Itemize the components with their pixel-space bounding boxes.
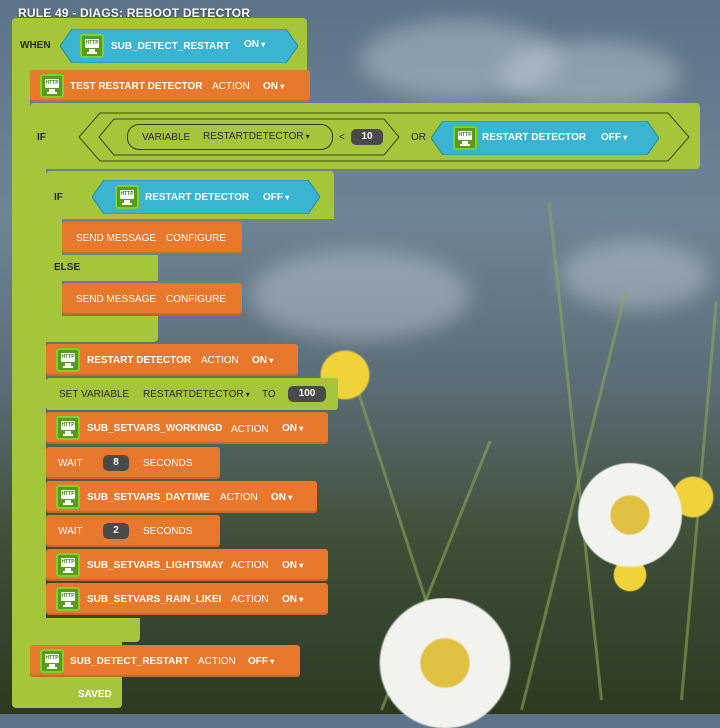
http-icon: HTTP <box>56 348 80 372</box>
action-state-dropdown[interactable]: ON <box>282 594 303 605</box>
inner-if-footer <box>46 316 158 342</box>
action-kind-label: ACTION <box>231 424 269 435</box>
when-trigger-condition[interactable] <box>60 29 298 63</box>
action-kind-label: ACTION <box>212 81 250 92</box>
variable-label: VARIABLE <box>142 132 191 143</box>
comparison-operator[interactable]: < <box>339 132 345 143</box>
action-kind-label: ACTION <box>220 492 258 503</box>
if-label: IF <box>37 132 46 143</box>
http-icon: HTTP <box>56 587 80 611</box>
wait-label: WAIT <box>58 458 83 469</box>
action-state-dropdown[interactable]: ON <box>271 492 292 503</box>
variable-comparison-condition[interactable] <box>98 118 400 156</box>
http-icon: HTTP <box>40 74 64 98</box>
send-message-action[interactable] <box>62 283 242 315</box>
wait-action[interactable] <box>46 515 220 547</box>
variable-name-dropdown[interactable]: RESTARTDETECTOR <box>203 131 310 142</box>
action-state-dropdown[interactable]: ON <box>282 423 303 434</box>
if-block-footer <box>30 618 140 642</box>
wait-label: WAIT <box>58 526 83 537</box>
set-variable-name-dropdown[interactable]: RESTARTDETECTOR <box>143 389 250 400</box>
action-state-dropdown[interactable]: ON <box>282 560 303 571</box>
send-message-action[interactable] <box>62 222 242 254</box>
if-block-spine <box>30 160 46 640</box>
wait-unit-label: SECONDS <box>143 526 193 537</box>
inner-else-row <box>46 255 158 281</box>
action-name: RESTART DETECTOR <box>87 355 192 366</box>
wait-value-input[interactable]: 8 <box>103 455 129 471</box>
http-icon: HTTP <box>56 485 80 509</box>
sub-setvars-rain-action[interactable] <box>46 583 328 615</box>
wait-action[interactable] <box>46 447 220 479</box>
when-label: WHEN <box>20 40 51 51</box>
action-state-dropdown[interactable]: ON <box>252 355 273 366</box>
action-name: SUB_SETVARS_DAYTIME <box>87 492 210 503</box>
inner-if-condition[interactable] <box>92 180 320 214</box>
action-name: TEST RESTART DETECTOR <box>70 81 203 92</box>
action-kind-label: ACTION <box>231 594 269 605</box>
set-variable-label: SET VARIABLE <box>59 389 130 400</box>
action-kind-label: ACTION <box>198 656 236 667</box>
else-label: ELSE <box>54 262 81 273</box>
inner-if-label: IF <box>54 192 63 203</box>
action-kind-label: ACTION <box>201 355 239 366</box>
or-condition-group[interactable] <box>78 112 690 162</box>
when-block-spine <box>12 60 30 680</box>
set-variable-to-label: TO <box>262 389 276 400</box>
action-name: SUB_SETVARS_LIGHTSMAY <box>87 560 223 571</box>
or-label: OR <box>411 132 426 143</box>
when-trigger-name: SUB_DETECT_RESTART <box>111 41 230 52</box>
send-message-label: SEND MESSAGE <box>76 233 157 244</box>
wait-unit-label: SECONDS <box>143 458 193 469</box>
action-name: SUB_SETVARS_RAIN_LIKEI <box>87 594 222 605</box>
send-message-target[interactable]: CONFIGURE <box>166 233 226 244</box>
http-icon: HTTP <box>453 126 477 150</box>
condition-state-dropdown[interactable]: OFF <box>263 192 289 203</box>
restart-detector-condition[interactable] <box>431 121 659 155</box>
sub-setvars-workingd-action[interactable] <box>46 412 328 444</box>
comparison-value-input[interactable]: 10 <box>351 129 383 145</box>
rule-title: RULE 49 - DIAGS: REBOOT DETECTOR <box>18 6 251 20</box>
variable-selector[interactable] <box>127 124 333 150</box>
condition-state-dropdown[interactable]: OFF <box>601 132 627 143</box>
condition-name: RESTART DETECTOR <box>482 132 587 143</box>
http-icon: HTTP <box>115 185 139 209</box>
action-kind-label: ACTION <box>231 560 269 571</box>
send-message-label: SEND MESSAGE <box>76 294 157 305</box>
saved-status: SAVED <box>78 689 112 700</box>
wait-value-input[interactable]: 2 <box>103 523 129 539</box>
send-message-target[interactable]: CONFIGURE <box>166 294 226 305</box>
when-trigger-state-dropdown[interactable]: ON <box>244 39 265 50</box>
http-icon: HTTP <box>80 34 104 58</box>
action-name: SUB_DETECT_RESTART <box>70 656 189 667</box>
set-variable-value-input[interactable]: 100 <box>288 386 326 402</box>
http-icon: HTTP <box>56 416 80 440</box>
action-name: SUB_SETVARS_WORKINGD <box>87 423 223 434</box>
action-state-dropdown[interactable]: OFF <box>248 656 274 667</box>
condition-name: RESTART DETECTOR <box>145 192 250 203</box>
http-icon: HTTP <box>40 649 64 673</box>
http-icon: HTTP <box>56 553 80 577</box>
action-state-dropdown[interactable]: ON <box>263 81 284 92</box>
sub-setvars-lightsmay-action[interactable] <box>46 549 328 581</box>
